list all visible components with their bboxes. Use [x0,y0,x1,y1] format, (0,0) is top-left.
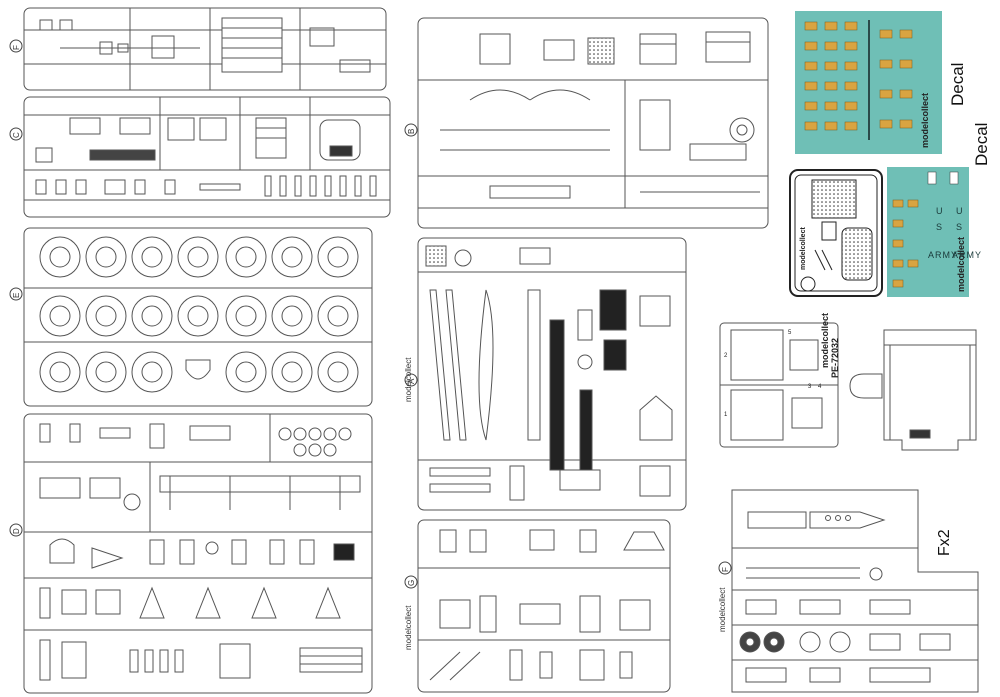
sprue-tag-label: F [12,45,21,50]
sprue-b [417,17,769,229]
pe-brand-small: modelcollect [820,312,830,368]
sprue-e-wheels [23,227,373,407]
sprue-tag-label: B [407,128,416,134]
pe-brand: modelcollect [800,227,807,270]
decal-2-u-left: U [936,206,944,216]
sprue-tag-label: E [12,292,21,298]
fx2-label: Fx2 [936,529,953,556]
pe-part-number: 2 [724,353,728,359]
pe-code: PE-72032 [830,337,840,378]
decal-1-brand: modelcollect [920,92,930,148]
sprue-g [417,519,671,693]
decal-2-u-right: U [956,206,964,216]
sprue-d [23,413,373,694]
brand-sprue-g: modelcollect [404,605,413,650]
decal-2-army-right: ARMY [952,250,983,260]
sprue-tag-label: G [407,579,416,586]
pe-part-number: 1 [724,412,728,418]
cargo-body-part [849,329,977,451]
decal-2-s-right: S [956,222,964,232]
photo-etch-fret [789,169,883,297]
sprue-c [23,96,391,218]
decal-sheet-2 [887,167,969,297]
decal-sheet-1 [795,11,942,154]
decal-2-army-left: ARMY [928,250,959,260]
pe-part-number: 5 [788,330,792,336]
sprue-a [417,237,687,511]
sprue-f-top [23,7,387,91]
sprue-tag-circles [9,39,732,589]
brand-sprue-f: modelcollect [718,587,727,632]
decal-label-2: Decal [972,122,991,166]
sprue-tag-label: F [721,567,730,572]
decal-2-s-left: S [936,222,944,232]
decal-label-1: Decal [948,62,967,106]
brand-sprue-a: modelcollect [404,357,413,402]
pe-part-number: 4 [818,384,822,390]
sprue-tag-label: C [12,132,21,138]
pe-frame-sprue [719,322,839,448]
decal-2-brand: modelcollect [956,236,966,292]
sprue-f-x2 [731,489,979,693]
pe-part-number: 3 [808,384,812,390]
sprue-tag-label: D [12,528,21,534]
